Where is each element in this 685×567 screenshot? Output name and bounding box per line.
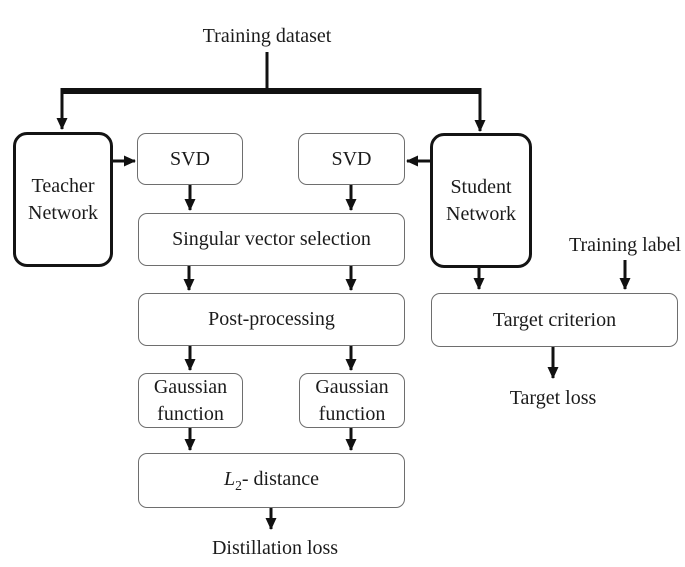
teacher-network-text: Teacher Network xyxy=(28,175,98,224)
l2-distance-text: L2- distance xyxy=(223,468,320,494)
node-post-processing: Post-processing xyxy=(138,293,405,346)
edge-dataset-splitter xyxy=(60,88,482,94)
singular-vector-selection-text: Singular vector selection xyxy=(172,228,371,251)
node-student-network: Student Network xyxy=(430,133,532,268)
node-gaussian-function-teacher: Gaussian function xyxy=(138,373,243,428)
training-dataset-label: Training dataset xyxy=(202,25,332,47)
gaussian-function-teacher-text: Gaussian function xyxy=(153,376,228,425)
svd-teacher-text: SVD xyxy=(169,147,210,170)
distillation-loss-label: Distillation loss xyxy=(211,537,339,559)
target-criterion-text: Target criterion xyxy=(492,308,617,331)
node-svd-teacher: SVD xyxy=(137,133,243,185)
student-network-text: Student Network xyxy=(446,176,516,225)
gaussian-function-student-text: Gaussian function xyxy=(315,376,389,425)
node-target-criterion: Target criterion xyxy=(431,293,678,347)
node-svd-student: SVD xyxy=(298,133,405,185)
node-l2-distance: L2- distance xyxy=(138,453,405,508)
training-label-label: Training label xyxy=(568,234,682,256)
svd-student-text: SVD xyxy=(331,147,372,170)
target-loss-label: Target loss xyxy=(509,387,597,409)
node-singular-vector-selection: Singular vector selection xyxy=(138,213,405,266)
node-gaussian-function-student: Gaussian function xyxy=(299,373,405,428)
node-teacher-network: Teacher Network xyxy=(13,132,113,267)
post-processing-text: Post-processing xyxy=(208,308,335,331)
